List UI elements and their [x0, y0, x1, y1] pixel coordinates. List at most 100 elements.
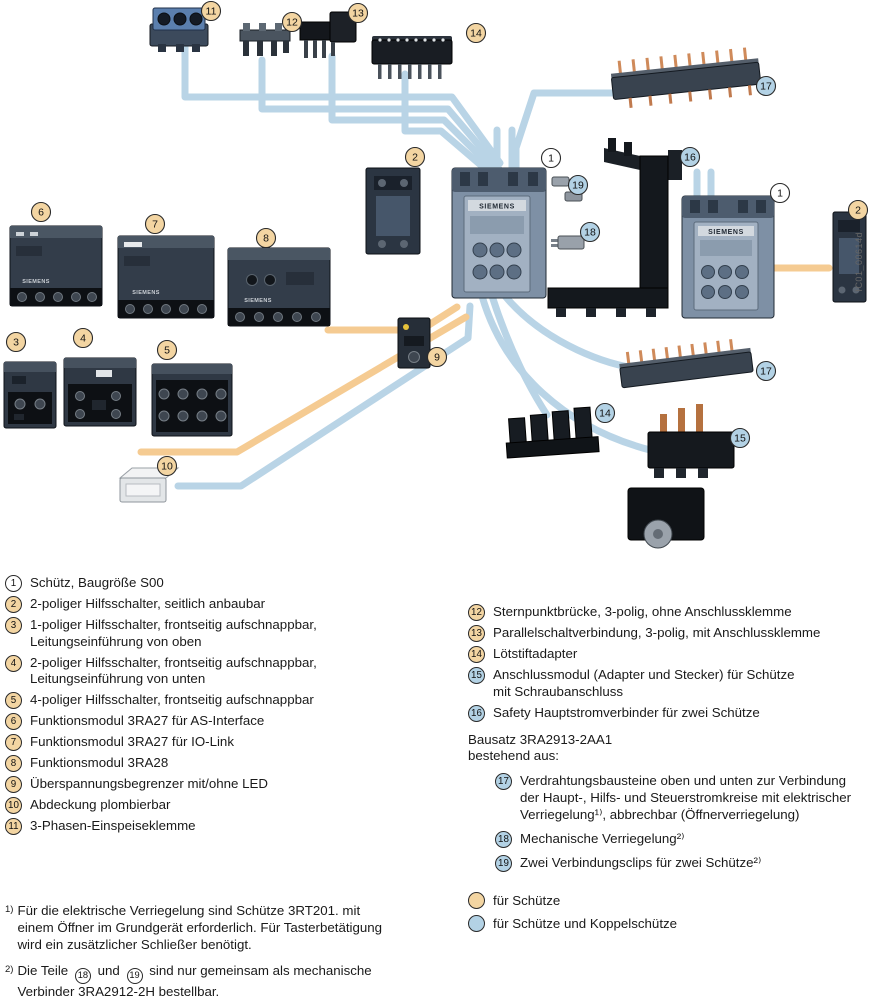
- legend-item-text: Safety Hauptstromverbinder für zwei Schü…: [493, 704, 760, 720]
- footnote-1-text: Für die elektrische Verriegelung sind Sc…: [17, 903, 383, 952]
- legend-item-number-badge: 8: [5, 755, 22, 773]
- callout-10: 10: [156, 455, 178, 477]
- callout-3: 3: [5, 331, 27, 353]
- legend-item: 10 Abdeckung plombierbar: [5, 797, 460, 815]
- component-7-function-module-io-link: SIEMENS: [117, 235, 215, 319]
- svg-text:4: 4: [80, 333, 86, 345]
- blue-wire: [512, 89, 649, 172]
- svg-text:15: 15: [734, 433, 746, 445]
- legend-item-text: Funktionsmodul 3RA27 für IO-Link: [30, 734, 234, 750]
- callout-2: 2: [404, 146, 426, 168]
- svg-text:7: 7: [152, 219, 158, 231]
- blue-wire: [478, 292, 654, 454]
- callout-4: 4: [72, 327, 94, 349]
- legend-item: 15 Anschlussmodul (Adapter und Stecker) …: [468, 667, 866, 701]
- legend-item-text: Überspannungsbegrenzer mit/ohne LED: [30, 776, 269, 792]
- legend-item-number-badge: 14: [468, 646, 485, 663]
- legend-item: 5 4-poliger Hilfsschalter, frontseitig a…: [5, 692, 460, 710]
- blue-wire: [181, 42, 504, 167]
- legend-list-right: 12 Sternpunktbrücke, 3-polig, ohne Ansch…: [468, 604, 866, 722]
- color-key-dot: [468, 891, 485, 909]
- legend-item-text: 3-Phasen-Einspeiseklemme: [30, 818, 196, 834]
- legend-item: 12 Sternpunktbrücke, 3-polig, ohne Ansch…: [468, 604, 866, 621]
- kit-item-number-badge: 18: [495, 830, 512, 848]
- svg-text:3: 3: [13, 337, 19, 349]
- legend-item-number-badge: 2: [5, 596, 22, 613]
- kit-item-number-badge: 19: [495, 854, 512, 872]
- brand-label: SIEMENS: [244, 298, 272, 304]
- legend-item: 3 1-poliger Hilfsschalter, frontseitig a…: [5, 617, 460, 651]
- orange-wire: [324, 303, 461, 334]
- legend-item: 4 2-poliger Hilfsschalter, frontseitig a…: [5, 654, 460, 689]
- svg-text:19: 19: [572, 180, 584, 192]
- footnote-1: 1) Für die elektrische Verriegelung sind…: [5, 903, 445, 953]
- color-key-label: für Schütze und Koppelschütze: [493, 915, 678, 931]
- legend-item-text: Funktionsmodul 3RA27 für AS-Interface: [30, 713, 265, 729]
- legend-item-number-badge: 15: [468, 667, 485, 684]
- orange-wire: [137, 313, 470, 456]
- brand-label: SIEMENS: [22, 279, 50, 285]
- svg-text:17: 17: [760, 81, 772, 93]
- component-1-contactor-center: SIEMENS: [451, 167, 547, 299]
- callout-19: 19: [567, 174, 589, 196]
- component-13-parallel-connector: [299, 11, 357, 58]
- brand-label: SIEMENS: [132, 290, 160, 296]
- component-17-wiring-module-bottom: [619, 339, 754, 389]
- callout-1: 1: [540, 147, 562, 169]
- legend-item-number-badge: 12: [468, 604, 485, 621]
- svg-text:10: 10: [161, 461, 173, 473]
- blue-wire: [328, 52, 502, 178]
- legend-item-number-badge: 5: [5, 692, 22, 710]
- svg-text:2: 2: [412, 152, 418, 164]
- kit-item-text: Zwei Verbindungsclips für zwei Schütze²⁾: [520, 854, 762, 870]
- svg-text:9: 9: [434, 352, 440, 364]
- legend-item: 1 Schütz, Baugröße S00: [5, 575, 460, 592]
- legend-item-number-badge: 16: [468, 704, 485, 722]
- figure-id-label: IC01_00614d: [854, 232, 864, 292]
- svg-text:14: 14: [470, 28, 482, 40]
- component-3-aux-switch-1pole: [3, 361, 57, 429]
- color-key-item: für Schütze und Koppelschütze: [468, 914, 866, 932]
- kit-item: 17 Verdrahtungsbausteine oben und unten …: [495, 773, 866, 823]
- kit-heading: Bausatz 3RA2913-2AA1 bestehend aus:: [468, 731, 613, 764]
- callout-5: 5: [156, 339, 178, 361]
- legend-item: 6 Funktionsmodul 3RA27 für AS-Interface: [5, 713, 460, 731]
- legend-item: 7 Funktionsmodul 3RA27 für IO-Link: [5, 734, 460, 752]
- brand-label: SIEMENS: [479, 204, 515, 211]
- svg-text:1: 1: [548, 153, 554, 165]
- legend-left-column: 1 Schütz, Baugröße S00 2 2-poliger Hilfs…: [5, 575, 460, 839]
- component-14-solder-pin-adapter-mid: [505, 406, 600, 459]
- callout-17: 17: [755, 360, 777, 382]
- kit-item-number-badge: 17: [495, 773, 512, 791]
- svg-text:17: 17: [760, 366, 772, 378]
- footnote-2: 2) Die Teile 18 und 19 sind nur gemeinsa…: [5, 963, 445, 1000]
- component-2-side-aux-switch-right: [832, 211, 867, 303]
- callout-15: 15: [729, 427, 751, 449]
- footnote-2-mid: und: [97, 963, 120, 979]
- kit-item: 19 Zwei Verbindungsclips für zwei Schütz…: [495, 854, 866, 872]
- legend-item-number-badge: 11: [5, 818, 22, 836]
- blue-wire: [174, 302, 474, 490]
- legend-item-text: Schütz, Baugröße S00: [30, 575, 164, 590]
- legend-item: 14 Lötstiftadapter: [468, 646, 866, 663]
- callout-7: 7: [144, 213, 166, 235]
- component-4-aux-switch-2pole: [63, 357, 137, 427]
- svg-text:16: 16: [684, 152, 696, 164]
- kit-item-list: 17 Verdrahtungsbausteine oben und unten …: [468, 773, 866, 872]
- legend-item-text: Parallelschaltverbindung, 3-polig, mit A…: [493, 625, 821, 640]
- legend-item-number-badge: 10: [5, 797, 22, 815]
- footnote-1-marker: 1): [5, 904, 14, 915]
- footnote-2-marker: 2): [5, 964, 14, 976]
- legend-item-number-badge: 6: [5, 713, 22, 731]
- footnote-2-badge-19: 19: [126, 967, 143, 984]
- legend-item: 13 Parallelschaltverbindung, 3-polig, mi…: [468, 625, 866, 642]
- component-17-wiring-module-top: [610, 47, 762, 108]
- legend-item-number-badge: 7: [5, 734, 22, 752]
- component-18-mechanical-interlock: [551, 235, 585, 250]
- legend-right-column: 12 Sternpunktbrücke, 3-polig, ohne Ansch…: [468, 604, 866, 938]
- callout-18: 18: [579, 221, 601, 243]
- svg-text:1: 1: [777, 188, 783, 200]
- kit-item-text: Mechanische Verriegelung²⁾: [520, 830, 685, 846]
- component-9-surge-suppressor: [397, 317, 431, 369]
